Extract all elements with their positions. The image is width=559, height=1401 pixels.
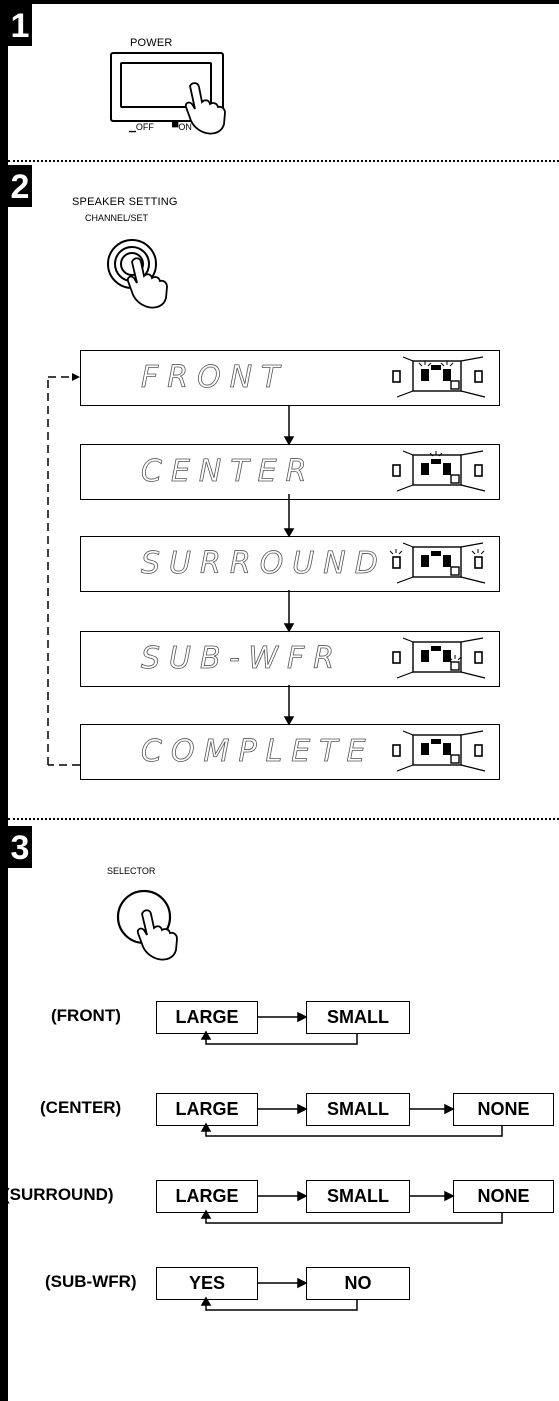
speaker-layout-icon (392, 730, 486, 772)
surround-option-label: (SURROUND) (4, 1185, 114, 1204)
selector-label: SELECTOR (107, 866, 156, 876)
center-large-option[interactable]: LARGE (156, 1093, 258, 1126)
speaker-layout-icon (392, 356, 486, 398)
surround-large-option[interactable]: LARGE (156, 1180, 258, 1213)
display-text: SURROUND (141, 546, 387, 582)
subwfr-no-option[interactable]: NO (306, 1267, 410, 1300)
display-text: COMPLETE (141, 734, 375, 770)
front-option-label: (FRONT) (51, 1006, 121, 1025)
power-switch[interactable] (120, 62, 212, 108)
channel-set-label: CHANNEL/SET (85, 213, 149, 223)
display-text: CENTER (141, 454, 316, 490)
speaker-layout-icon (392, 637, 486, 679)
lcd-display: CENTER (80, 444, 500, 500)
surround-none-option[interactable]: NONE (453, 1180, 554, 1213)
step-2-number: 2 (8, 165, 32, 207)
step-1-number: 1 (8, 4, 32, 46)
power-label: POWER (130, 37, 173, 49)
center-small-option[interactable]: SMALL (306, 1093, 410, 1126)
power-switch-housing (110, 52, 224, 122)
speaker-layout-icon (392, 450, 486, 492)
lcd-display: SURROUND (80, 536, 500, 592)
front-small-option[interactable]: SMALL (306, 1001, 410, 1034)
subwfr-yes-option[interactable]: YES (156, 1267, 258, 1300)
front-large-option[interactable]: LARGE (156, 1001, 258, 1034)
channel-set-button-icon[interactable] (86, 228, 186, 318)
switch-on-label: ▀ON (172, 122, 192, 132)
subwfr-option-label: (SUB-WFR) (45, 1272, 137, 1291)
display-text: FRONT (141, 360, 289, 396)
top-border (0, 0, 559, 4)
left-border (0, 0, 8, 1401)
display-text: SUB-WFR (141, 641, 344, 677)
section-divider (8, 160, 559, 162)
selector-knob-icon[interactable] (98, 880, 198, 970)
speaker-setting-label: SPEAKER SETTING (72, 196, 178, 208)
center-option-label: (CENTER) (40, 1098, 122, 1117)
center-none-option[interactable]: NONE (453, 1093, 554, 1126)
pressing-hand-icon (184, 82, 226, 135)
surround-small-option[interactable]: SMALL (306, 1180, 410, 1213)
lcd-display: SUB-WFR (80, 631, 500, 687)
lcd-display: COMPLETE (80, 724, 500, 780)
lcd-display: FRONT (80, 350, 500, 406)
speaker-layout-icon (389, 542, 486, 584)
step-3-number: 3 (8, 826, 32, 868)
section-divider (8, 818, 559, 820)
switch-off-label: ▁OFF (129, 122, 154, 132)
